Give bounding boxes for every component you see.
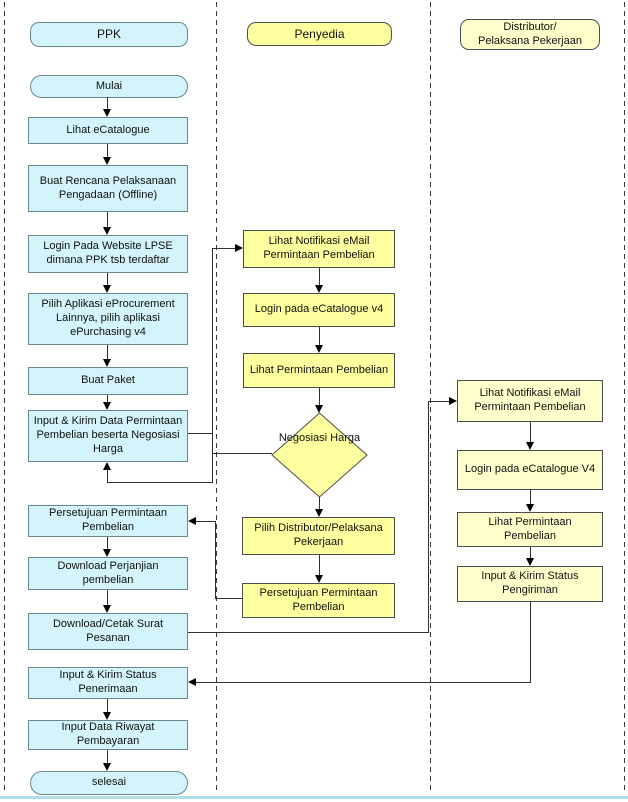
lane-header-distributor-line1: Distributor/	[503, 20, 557, 33]
connector-segment	[107, 345, 108, 359]
connector-segment	[428, 401, 451, 402]
lane-header-distributor: Distributor/ Pelaksana Pekerjaan	[460, 19, 600, 50]
arrowhead-down	[103, 549, 111, 557]
node-download-cetak: Download/Cetak Surat Pesanan	[28, 613, 188, 650]
node-selesai: selesai	[30, 771, 188, 795]
arrowhead-down	[103, 763, 111, 771]
arrowhead-down	[526, 442, 534, 450]
node-distributor-lihat-notifikasi: Lihat Notifikasi eMail Permintaan Pembel…	[457, 380, 603, 422]
node-distributor-login-ecatalogue: Login pada eCatalogue V4	[457, 450, 603, 490]
arrowhead-down	[103, 227, 111, 235]
node-login-lpse: Login Pada Website LPSE dimana PPK tsb t…	[28, 235, 188, 273]
connector-segment	[212, 248, 236, 249]
lane-header-ppk: PPK	[30, 22, 188, 47]
arrowhead-down	[103, 285, 111, 293]
connector-segment	[107, 395, 108, 402]
node-negosiasi-harga: Negosiasi Harga	[278, 432, 361, 444]
connector-segment	[107, 212, 108, 227]
node-penyedia-login-ecatalogue: Login pada eCatalogue v4	[243, 293, 395, 327]
node-buat-paket: Buat Paket	[28, 367, 188, 395]
connector-segment	[107, 537, 108, 549]
node-buat-rencana: Buat Rencana Pelaksanaan Pengadaan (Offl…	[28, 165, 188, 212]
connector-segment	[530, 602, 531, 683]
connector-segment	[319, 497, 320, 509]
node-pilih-distributor: Pilih Distributor/Pelaksana Pekerjaan	[242, 517, 395, 555]
lane-divider	[430, 2, 431, 794]
connector-segment	[107, 590, 108, 605]
node-input-riwayat: Input Data Riwayat Pembayaran	[28, 720, 188, 750]
connector-segment	[319, 268, 320, 285]
node-penyedia-lihat-permintaan: Lihat Permintaan Pembelian	[243, 353, 395, 388]
connector-segment	[107, 699, 108, 712]
connector-segment	[530, 422, 531, 442]
lane-header-distributor-line2: Pelaksana Pekerjaan	[478, 34, 582, 47]
arrowhead-down	[315, 509, 323, 517]
decision-diamond-shape	[271, 412, 368, 498]
connector-segment	[530, 547, 531, 558]
arrowhead-down	[103, 712, 111, 720]
connector-segment	[215, 598, 243, 599]
arrowhead-down	[103, 605, 111, 613]
node-input-status-pengiriman: Input & Kirim Status Pengiriman	[457, 566, 603, 602]
connector-segment	[530, 490, 531, 504]
arrowhead-left	[188, 678, 196, 686]
arrowhead-down	[526, 504, 534, 512]
connector-segment	[107, 97, 108, 109]
node-penyedia-lihat-notifikasi: Lihat Notifikasi eMail Permintaan Pembel…	[243, 230, 395, 268]
connector-segment	[195, 521, 216, 522]
connector-segment	[319, 555, 320, 575]
node-lihat-ecatalogue: Lihat eCatalogue	[28, 117, 188, 144]
arrowhead-down	[315, 405, 323, 413]
lane-divider	[624, 2, 625, 794]
node-pilih-aplikasi: Pilih Aplikasi eProcurement Lainnya, pil…	[28, 293, 188, 345]
connector-segment	[428, 401, 429, 633]
lane-divider	[4, 2, 5, 794]
arrowhead-down	[103, 157, 111, 165]
bottom-rule	[0, 796, 628, 799]
connector-segment	[212, 453, 272, 454]
arrowhead-down	[103, 359, 111, 367]
arrowhead-down	[526, 558, 534, 566]
connector-segment	[107, 750, 108, 763]
node-distributor-lihat-permintaan: Lihat Permintaan Pembelian	[457, 512, 603, 547]
connector-segment	[319, 388, 320, 405]
connector-segment	[107, 144, 108, 157]
connector-segment	[215, 521, 216, 599]
arrowhead-left	[188, 517, 196, 525]
arrowhead-down	[315, 345, 323, 353]
connector-segment	[188, 632, 429, 633]
arrowhead-down	[103, 109, 111, 117]
connector-segment	[212, 248, 213, 483]
arrowhead-right	[235, 244, 243, 252]
connector-segment	[319, 327, 320, 345]
connector-segment	[107, 468, 108, 483]
connector-segment	[107, 482, 213, 483]
arrowhead-down	[103, 402, 111, 410]
lane-divider	[216, 2, 217, 794]
arrowhead-down	[315, 575, 323, 583]
node-persetujuan-ppk: Persetujuan Permintaan Pembelian	[28, 505, 188, 537]
node-input-kirim-data: Input & Kirim Data Permintaan Pembelian …	[28, 410, 188, 462]
arrowhead-right	[449, 397, 457, 405]
arrowhead-down	[315, 285, 323, 293]
connector-segment	[195, 682, 531, 683]
node-input-status-penerimaan: Input & Kirim Status Penerimaan	[28, 667, 188, 699]
node-mulai: Mulai	[30, 75, 188, 98]
connector-segment	[188, 433, 213, 434]
node-penyedia-persetujuan: Persetujuan Permintaan Pembelian	[242, 583, 395, 618]
lane-header-penyedia: Penyedia	[247, 22, 392, 46]
node-download-perjanjian: Download Perjanjian pembelian	[28, 557, 188, 590]
arrowhead-up	[103, 462, 111, 470]
connector-segment	[107, 273, 108, 285]
